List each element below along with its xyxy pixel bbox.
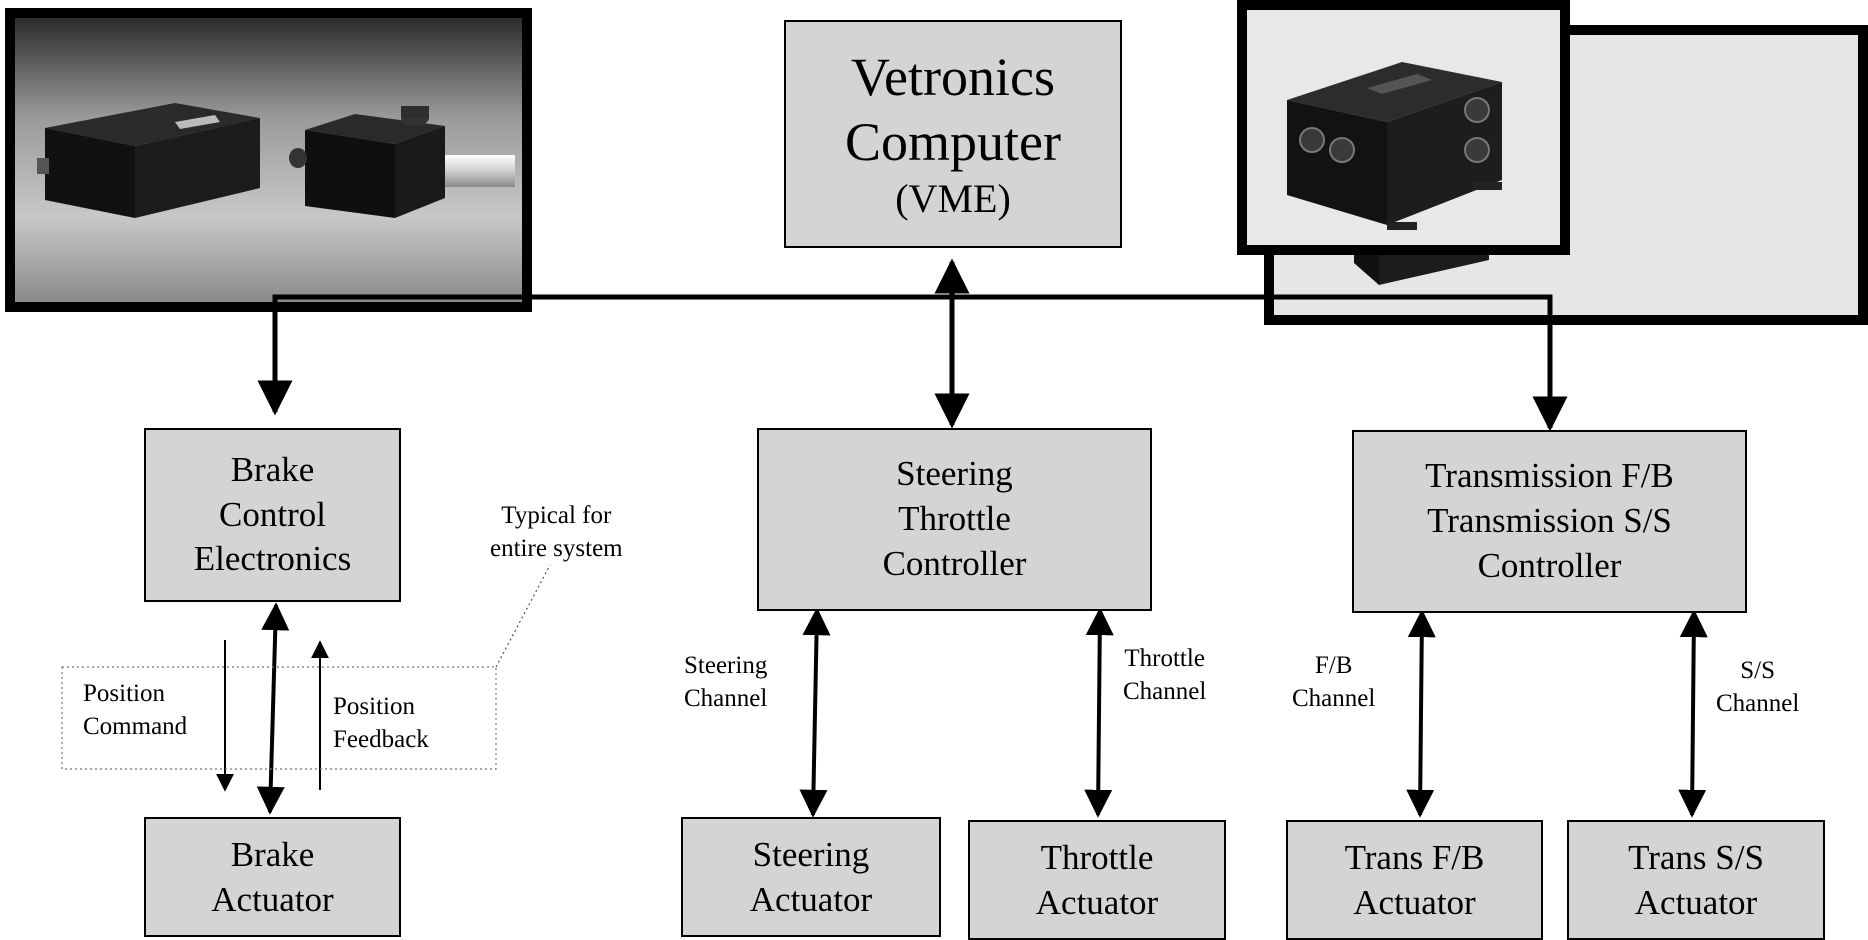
steering-channel-label: Steering Channel	[684, 650, 767, 715]
throttle-actuator-box: Throttle Actuator	[968, 820, 1226, 940]
typical-label-line2: entire system	[490, 534, 623, 562]
ss-channel-line1: S/S	[1740, 657, 1776, 684]
fb-channel-label: F/B Channel	[1292, 650, 1375, 715]
position-command-line2: Command	[83, 712, 188, 740]
trans-fb-actuator-line1: Trans F/B	[1344, 838, 1485, 877]
fb-channel-line2: Channel	[1292, 684, 1376, 712]
trans-ss-actuator-box: Trans S/S Actuator	[1567, 820, 1825, 940]
typical-label-line1: Typical for	[501, 502, 612, 529]
ss-channel-line2: Channel	[1716, 689, 1800, 717]
steering-channel-line1: Steering	[684, 652, 768, 679]
brake-actuator-box: Brake Actuator	[144, 817, 401, 937]
trans-fb-actuator-box: Trans F/B Actuator	[1286, 820, 1543, 940]
ss-channel-link	[1678, 609, 1708, 818]
transmission-controller-image	[1247, 10, 1560, 245]
transmission-line1: Transmission F/B	[1425, 456, 1674, 496]
throttle-channel-line2: Channel	[1123, 677, 1207, 705]
steering-throttle-line1: Steering	[896, 454, 1013, 494]
brake-hardware-image	[15, 18, 522, 302]
throttle-actuator-line1: Throttle	[1040, 838, 1154, 877]
steering-actuator-line2: Actuator	[749, 879, 873, 919]
brake-electronics-line1: Brake	[230, 449, 315, 489]
computer-line2: Computer	[845, 112, 1061, 172]
trans-ss-actuator-line1: Trans S/S	[1628, 838, 1764, 877]
position-feedback-label: Position Feedback	[333, 691, 429, 756]
main-bus-line	[272, 294, 1568, 432]
position-command-line1: Position	[83, 680, 165, 707]
throttle-channel-link	[1084, 607, 1114, 818]
position-feedback-line2: Feedback	[333, 725, 429, 753]
typical-label: Typical for entire system	[490, 500, 623, 565]
trans-ss-actuator-line2: Actuator	[1634, 882, 1758, 922]
steering-throttle-line2: Throttle	[898, 499, 1011, 539]
steering-channel-line2: Channel	[684, 684, 768, 712]
typical-leader-line	[495, 564, 551, 668]
transmission-controller-box: Transmission F/B Transmission S/S Contro…	[1352, 430, 1747, 613]
transmission-line3: Controller	[1477, 545, 1622, 585]
steering-actuator-line1: Steering	[752, 835, 870, 874]
brake-actuator-line1: Brake	[230, 835, 315, 874]
brake-link-arrow	[256, 602, 290, 815]
position-command-label: Position Command	[83, 678, 187, 743]
brake-control-electronics-box: Brake Control Electronics	[144, 428, 401, 602]
brake-hardware-photo	[5, 8, 532, 312]
steering-actuator-box: Steering Actuator	[681, 817, 941, 937]
typical-region-outline	[61, 666, 497, 770]
trans-fb-actuator-line2: Actuator	[1353, 882, 1476, 922]
brake-electronics-line2: Control	[219, 494, 326, 534]
computer-line1: Vetronics	[851, 47, 1055, 108]
position-feedback-line1: Position	[333, 693, 415, 720]
fb-channel-link	[1406, 609, 1436, 818]
throttle-channel-label: Throttle Channel	[1123, 643, 1206, 708]
vetronics-computer-box: Vetronics Computer (VME)	[784, 20, 1122, 248]
ss-channel-label: S/S Channel	[1716, 655, 1799, 720]
steering-throttle-controller-box: Steering Throttle Controller	[757, 428, 1152, 611]
computer-line3: (VME)	[895, 175, 1011, 221]
steering-channel-link	[799, 607, 831, 818]
brake-electronics-line3: Electronics	[193, 539, 352, 579]
transmission-line2: Transmission S/S	[1427, 501, 1672, 541]
throttle-channel-line1: Throttle	[1124, 645, 1205, 672]
steering-throttle-line3: Controller	[882, 543, 1027, 583]
brake-actuator-line2: Actuator	[211, 879, 334, 919]
throttle-actuator-line2: Actuator	[1035, 882, 1159, 922]
transmission-controller-photo	[1237, 0, 1570, 255]
fb-channel-line1: F/B	[1314, 652, 1353, 679]
